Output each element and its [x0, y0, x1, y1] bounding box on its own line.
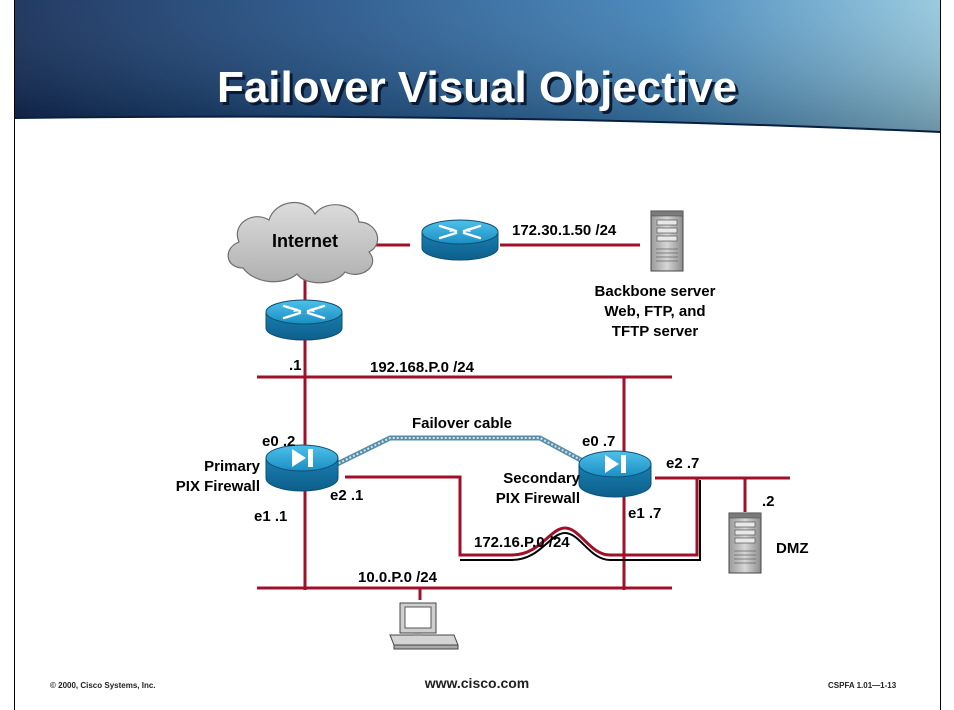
secondary-e2-label: e2 .7 — [666, 455, 699, 472]
backbone-server-label-3: TFTP server — [612, 323, 699, 340]
outside-network-label: 192.168.P.0 /24 — [370, 359, 475, 376]
dmz-trunk — [345, 475, 699, 557]
primary-e1-label: e1 .1 — [254, 508, 287, 525]
backbone-server-label-2: Web, FTP, and — [604, 303, 705, 320]
internet-label: Internet — [272, 231, 338, 251]
footer-course-code: CSPFA 1.01—1-13 — [828, 681, 897, 690]
primary-pix-label-1: Primary — [204, 458, 261, 475]
dmz-host-label: .2 — [762, 493, 775, 510]
primary-e2-label: e2 .1 — [330, 487, 363, 504]
slide-border-right — [940, 0, 941, 710]
slide-title: Failover Visual Objective — [217, 63, 737, 112]
secondary-e0-label: e0 .7 — [582, 433, 615, 450]
failover-cable — [333, 435, 592, 468]
workstation-icon — [389, 602, 459, 650]
dmz-network-label: 172.16.P.0 /24 — [474, 534, 570, 551]
slide-border-left — [14, 0, 15, 710]
inside-network-label: 10.0.P.0 /24 — [358, 569, 438, 586]
footer-url: www.cisco.com — [424, 675, 530, 691]
router-interface-label: .1 — [289, 357, 302, 374]
secondary-pix-label-2: PIX Firewall — [496, 490, 580, 507]
router-icon — [264, 298, 344, 342]
secondary-e1-label: e1 .7 — [628, 505, 661, 522]
failover-cable-label: Failover cable — [412, 415, 512, 432]
dmz-trunk-shadow — [460, 480, 701, 561]
backbone-server-label-1: Backbone server — [595, 283, 716, 300]
footer-copyright: © 2000, Cisco Systems, Inc. — [50, 681, 156, 690]
firewall-icon — [578, 450, 652, 498]
firewall-icon — [265, 444, 339, 492]
server-icon — [728, 512, 762, 574]
title-banner — [14, 0, 941, 133]
slide-title-shadow: Failover Visual Objective — [220, 66, 740, 115]
dmz-label: DMZ — [776, 540, 809, 557]
server-icon — [650, 210, 684, 272]
router-icon — [420, 218, 500, 262]
secondary-pix-label-1: Secondary — [503, 470, 580, 487]
cloud-icon — [227, 201, 379, 284]
server-ip-label: 172.30.1.50 /24 — [512, 222, 617, 239]
primary-e0-label: e0 .2 — [262, 433, 295, 450]
primary-pix-label-2: PIX Firewall — [176, 478, 260, 495]
